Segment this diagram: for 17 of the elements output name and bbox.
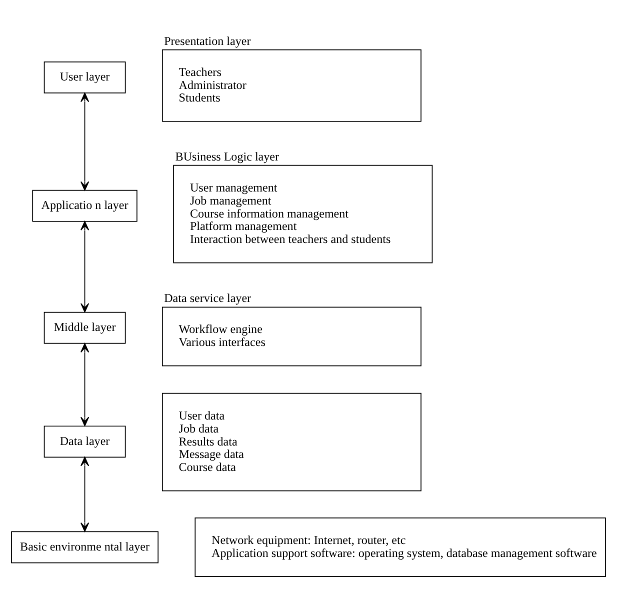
node-box: User data Job data Results data Message data Course data xyxy=(162,392,422,492)
node-label: BUsiness Logic layer xyxy=(175,149,280,164)
node-box: Basic environme ntal layer xyxy=(11,531,158,564)
arrow xyxy=(80,343,90,426)
arrow xyxy=(80,456,90,532)
node-box: Applicatio n layer xyxy=(32,190,138,222)
node-label: Presentation layer xyxy=(164,34,251,48)
node-box: Network equipment: Internet, router, etc Application support software: operating system, database management software xyxy=(194,518,606,577)
node-box: Teachers Administrator Students xyxy=(162,49,422,122)
node-label: Data service layer xyxy=(164,291,252,306)
node-box: User management Job management Course information management Platform management Interaction between teachers and students xyxy=(173,164,433,264)
arrow xyxy=(80,92,90,191)
arrow xyxy=(80,221,90,313)
node-box: Data layer xyxy=(44,426,126,458)
node-box: User layer xyxy=(44,61,126,94)
node-box: Workflow engine Various interfaces xyxy=(162,306,422,366)
node-box: Middle layer xyxy=(44,312,126,344)
